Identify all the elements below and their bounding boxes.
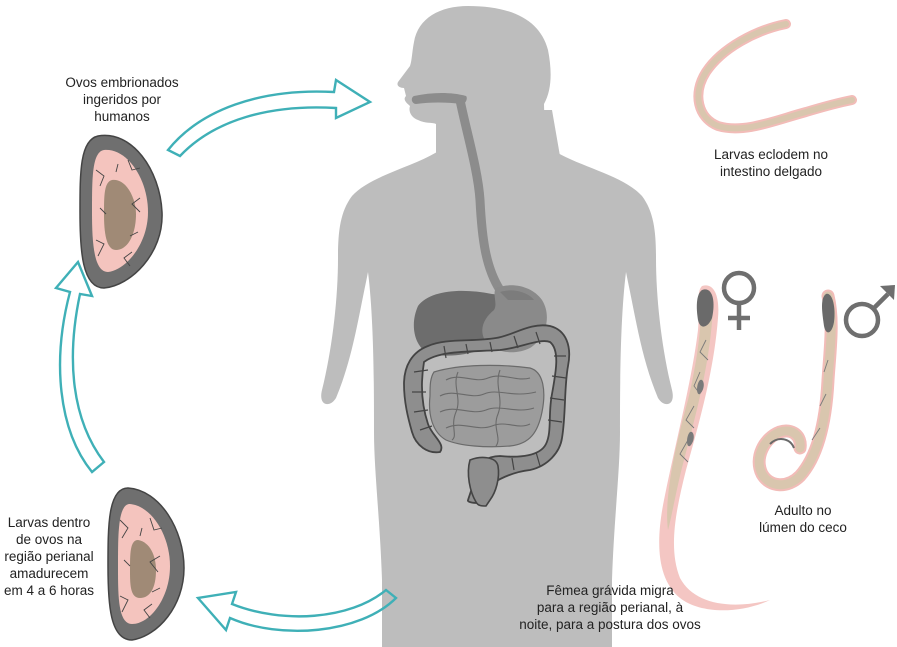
egg-lower [107, 487, 185, 641]
egg-upper [79, 134, 163, 289]
label-larvae-hatch: Larvas eclodem no intestino delgado [713, 147, 829, 179]
arrow-top [166, 77, 373, 158]
larva-hatched [693, 19, 857, 134]
label-adult-cecum: Adulto no lúmen do ceco [759, 503, 847, 535]
small-intestine [428, 364, 545, 448]
human-neck [436, 110, 560, 156]
colon-haustra [412, 331, 567, 471]
pharynx [411, 93, 467, 104]
arrow-bottom [195, 588, 398, 633]
esophagus [455, 95, 505, 295]
cycle-arrows [53, 77, 398, 633]
label-larvae-mature: Larvas dentro de ovos na região perianal… [3, 515, 95, 598]
small-intestine-loops [439, 369, 537, 447]
female-worm [659, 285, 770, 611]
arrow-left [53, 259, 106, 474]
label-female-migrates: Fêmea grávida migra para a região perian… [519, 583, 701, 632]
label-eggs-ingested: Ovos embrionados ingeridos por humanos [65, 75, 179, 124]
stomach-highlight [500, 290, 534, 300]
male-worm [752, 289, 838, 492]
rectum [467, 456, 500, 507]
male-symbol-icon [843, 285, 895, 339]
female-symbol-icon [721, 270, 757, 330]
large-intestine [403, 324, 571, 504]
